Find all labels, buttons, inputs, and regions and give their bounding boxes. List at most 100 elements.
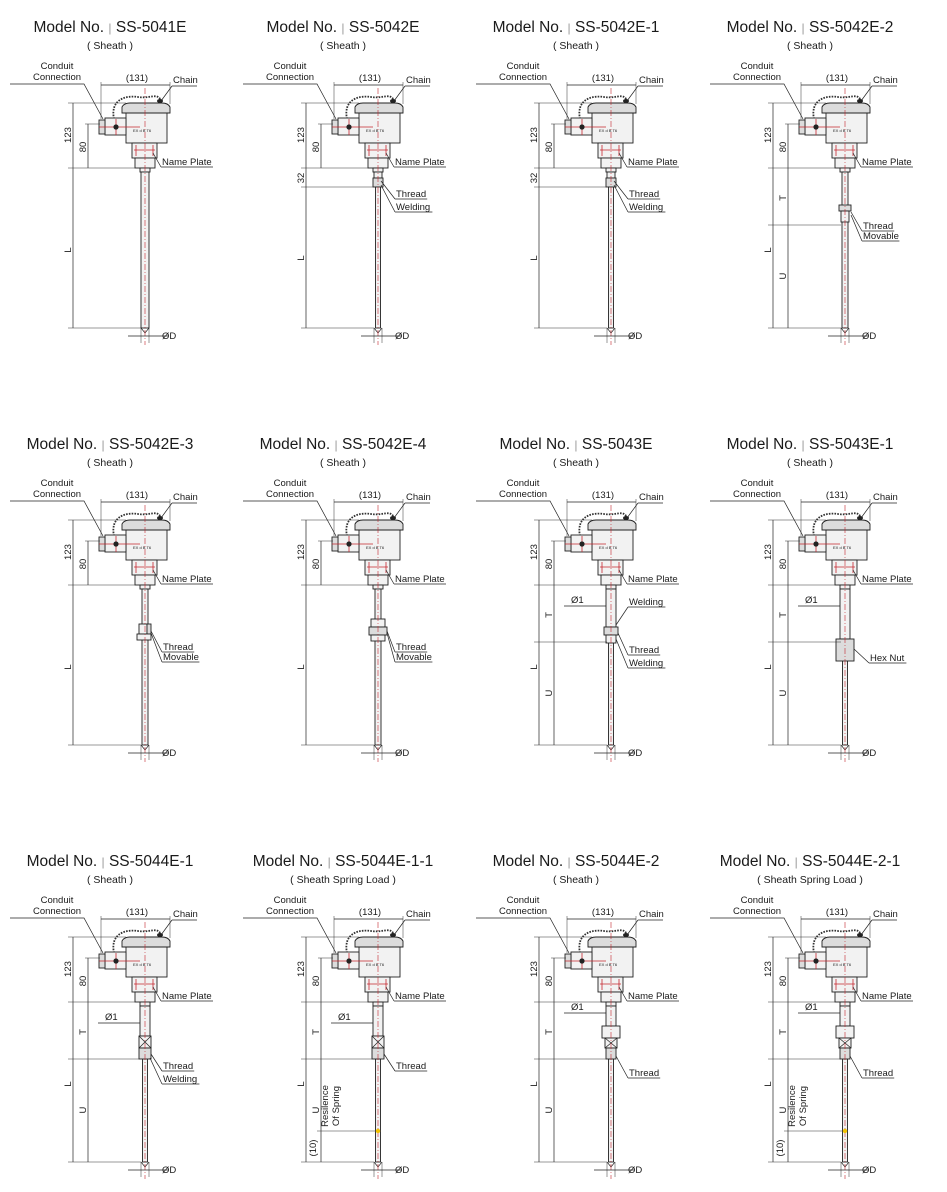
callout-leader	[613, 180, 629, 200]
conduit-label: Connection	[266, 906, 314, 917]
chain-anchor	[857, 99, 863, 103]
conduit-hole	[579, 541, 585, 547]
dim-label-U: U	[78, 1106, 89, 1113]
diameter-label-D: ØD	[395, 748, 409, 759]
name-plate-leader	[852, 986, 862, 1002]
chain-anchor	[623, 516, 629, 520]
callout-label: Thread	[863, 1068, 893, 1079]
model-diagram: Model No. | SS-5044E-1-1( Sheath Spring …	[243, 853, 446, 1179]
conduit-label: Conduit	[507, 61, 540, 72]
model-subtitle: ( Sheath )	[320, 40, 366, 52]
chain-icon	[345, 95, 395, 120]
callout-leader	[850, 211, 863, 232]
conduit-label: Conduit	[41, 61, 74, 72]
head-body	[825, 112, 868, 144]
chain-anchor	[857, 516, 863, 520]
spring-label: Resilence	[787, 1085, 798, 1127]
conduit-leader	[243, 917, 337, 954]
model-number: SS-5041E	[112, 19, 187, 36]
dim-label-80: 80	[78, 142, 89, 153]
model-prefix: Model No.	[266, 19, 341, 36]
conduit-leader	[10, 917, 104, 954]
diameter-label-D: ØD	[628, 748, 642, 759]
callout-leader	[150, 630, 163, 653]
head-cap	[587, 102, 637, 114]
head-cap	[821, 519, 871, 531]
width-dim-label: (131)	[826, 73, 848, 84]
chain-leader	[393, 85, 406, 102]
dim-label-32: 32	[296, 173, 307, 184]
callout-leader	[850, 214, 863, 242]
callout-label: Welding	[629, 202, 663, 213]
chain-icon	[578, 929, 628, 954]
dim-label-L: L	[63, 1081, 74, 1086]
dim-label-123: 123	[296, 544, 307, 560]
dim-label-L: L	[763, 247, 774, 252]
callout-leader	[380, 180, 396, 200]
dim-label-123: 123	[529, 544, 540, 560]
chain-label: Chain	[639, 909, 664, 920]
model-title: Model No. | SS-5041E	[33, 19, 186, 36]
chain-anchor	[623, 933, 629, 937]
conduit-label: Conduit	[741, 478, 774, 489]
model-subtitle: ( Sheath )	[553, 874, 599, 886]
name-plate-leader	[385, 152, 395, 168]
width-dim-label: (131)	[592, 490, 614, 501]
conduit-hole	[113, 958, 119, 964]
callout-label: Thread	[396, 189, 426, 200]
movable-thread-fitting	[136, 633, 152, 641]
conduit-hole	[813, 124, 819, 130]
diameter-label-D: ØD	[628, 331, 642, 342]
movable-thread-fitting	[138, 623, 148, 635]
model-title: Model No. | SS-5042E-4	[260, 436, 427, 453]
conduit-hole	[579, 124, 585, 130]
model-title: Model No. | SS-5044E-1	[27, 853, 194, 870]
dim-label-L: L	[296, 664, 307, 669]
diameter-label-D: ØD	[395, 331, 409, 342]
width-dim-label: (131)	[826, 907, 848, 918]
dim-label-80: 80	[311, 559, 322, 570]
name-plate-label: Name Plate	[162, 574, 212, 585]
model-title: Model No. | SS-5044E-1-1	[253, 853, 434, 870]
title-separator: |	[341, 21, 344, 35]
dim-label-80: 80	[544, 559, 555, 570]
conduit-hole	[579, 958, 585, 964]
diameter-label-D: ØD	[862, 1165, 876, 1176]
name-plate-leader	[385, 569, 395, 585]
title-separator: |	[568, 855, 571, 869]
cross	[371, 1035, 385, 1049]
title-separator: |	[102, 438, 105, 452]
callout-label: Thread	[629, 1068, 659, 1079]
model-subtitle: ( Sheath )	[87, 874, 133, 886]
callout-leader	[617, 632, 629, 656]
chain-label: Chain	[173, 909, 198, 920]
dim-label-T: T	[778, 1029, 789, 1035]
head-cap	[121, 519, 171, 531]
callout-leader	[383, 1053, 396, 1072]
head-cap	[821, 936, 871, 948]
model-subtitle: ( Sheath )	[87, 457, 133, 469]
model-title: Model No. | SS-5042E-3	[27, 436, 194, 453]
chain-icon	[112, 512, 162, 537]
model-subtitle: ( Sheath )	[553, 40, 599, 52]
callout-leader	[149, 1057, 163, 1085]
head-body	[358, 946, 401, 978]
head-marking: EX d B T6	[599, 545, 618, 550]
callout-leader	[849, 1055, 863, 1079]
chain-leader	[860, 502, 873, 519]
callout-label: Thread	[163, 1061, 193, 1072]
dim-label-T: T	[544, 1029, 555, 1035]
title-separator: |	[328, 855, 331, 869]
dim-label-80: 80	[78, 976, 89, 987]
model-subtitle: ( Sheath )	[553, 457, 599, 469]
model-diagram: Model No. | SS-5044E-2( Sheath )ConduitC…	[476, 853, 679, 1179]
callout-leader	[615, 1055, 629, 1079]
callout-label: Movable	[863, 231, 899, 242]
chain-label: Chain	[873, 909, 898, 920]
model-prefix: Model No.	[493, 853, 568, 870]
callout-label: Hex Nut	[870, 653, 905, 664]
callout-label: Welding	[396, 202, 430, 213]
conduit-label: Connection	[33, 906, 81, 917]
dim-label-123: 123	[63, 544, 74, 560]
model-prefix: Model No.	[499, 436, 574, 453]
